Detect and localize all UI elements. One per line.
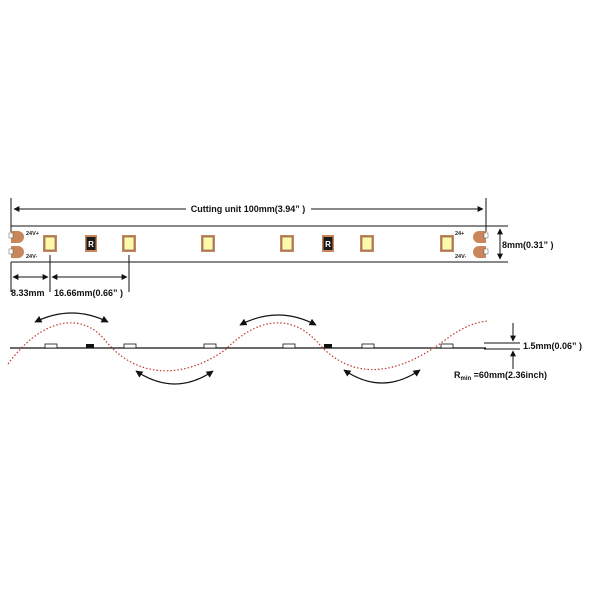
cutting-unit-dimension: Cutting unit 100mm(3.94” ) bbox=[10, 198, 487, 232]
thickness-label: 1.5mm(0.06” ) bbox=[523, 341, 582, 351]
resistor-1: R bbox=[85, 235, 97, 252]
led-strip: 24V+ 24V- 24+ 24V- bbox=[8, 225, 489, 263]
bend-arrow-2 bbox=[135, 370, 214, 385]
flat-resistor-1 bbox=[86, 344, 94, 348]
thickness-dimension: 1.5mm(0.06” ) bbox=[484, 323, 582, 369]
pad-label-left-bottom: 24V- bbox=[26, 254, 37, 260]
cutting-unit-label: Cutting unit 100mm(3.94” ) bbox=[191, 204, 306, 214]
pitch-dimensions: 8.33mm 16.66mm(0.66” ) bbox=[10, 255, 130, 298]
flat-resistor-2 bbox=[324, 344, 332, 348]
bend-arrow-4 bbox=[343, 369, 421, 384]
width-label: 8mm(0.31” ) bbox=[502, 240, 554, 250]
solder-pad-left-top bbox=[8, 231, 24, 243]
bend-arrow-3 bbox=[239, 314, 317, 326]
flat-led-1 bbox=[44, 343, 58, 349]
solder-pad-left-bottom bbox=[8, 246, 24, 258]
width-dimension: 8mm(0.31” ) bbox=[486, 225, 554, 263]
flat-led-5 bbox=[361, 343, 375, 349]
led-5 bbox=[360, 235, 374, 252]
flat-led-3 bbox=[203, 343, 217, 349]
flat-led-4 bbox=[282, 343, 296, 349]
flat-led-2 bbox=[123, 343, 137, 349]
resistor-label-2: R bbox=[325, 240, 331, 249]
pad-label-right-bottom: 24V- bbox=[455, 254, 466, 260]
resistor-label-1: R bbox=[88, 240, 94, 249]
resistor-2: R bbox=[322, 235, 334, 252]
bend-radius-symbol: R bbox=[454, 370, 461, 380]
bend-radius-label: Rmin =60mm(2.36inch) bbox=[454, 370, 547, 382]
solder-pad-right-bottom bbox=[473, 246, 489, 258]
bend-arrow-1 bbox=[34, 312, 109, 323]
bend-wave bbox=[7, 320, 489, 372]
led-4 bbox=[280, 235, 294, 252]
led-2 bbox=[122, 235, 136, 252]
flex-illustration bbox=[7, 312, 489, 385]
led-pitch-label: 16.66mm(0.66” ) bbox=[54, 288, 123, 298]
bend-radius-subscript: min bbox=[461, 376, 472, 382]
solder-pad-right-top bbox=[473, 231, 489, 243]
flat-led-6 bbox=[440, 343, 454, 349]
bend-radius-value: =60mm(2.36inch) bbox=[471, 370, 547, 380]
pad-label-right-top: 24+ bbox=[455, 231, 464, 237]
pad-label-left-top: 24V+ bbox=[26, 231, 39, 237]
end-offset-label: 8.33mm bbox=[11, 288, 45, 298]
led-1 bbox=[43, 235, 57, 252]
led-3 bbox=[201, 235, 215, 252]
led-6 bbox=[440, 235, 454, 252]
